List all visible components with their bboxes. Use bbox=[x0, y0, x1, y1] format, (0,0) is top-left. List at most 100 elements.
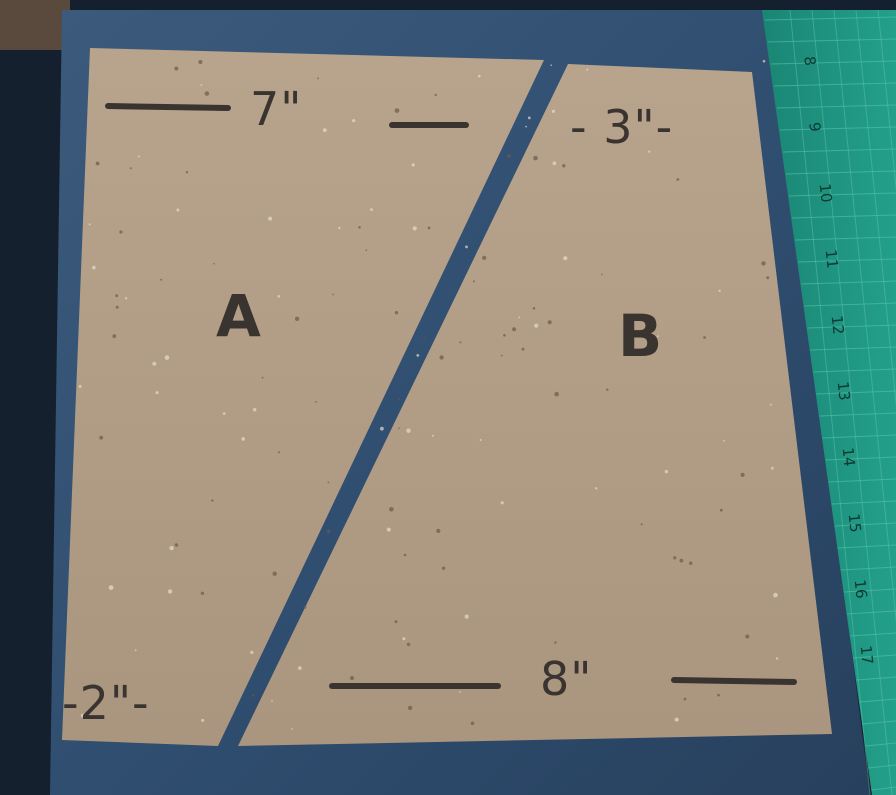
speckle bbox=[547, 320, 552, 325]
speckle bbox=[552, 161, 557, 166]
speckle bbox=[769, 403, 772, 406]
ruler-number: 13 bbox=[833, 380, 854, 402]
speckle bbox=[338, 226, 341, 230]
piece-b-bottom-line-right bbox=[671, 677, 797, 685]
mat-grid-line bbox=[792, 214, 896, 219]
speckle bbox=[222, 412, 226, 415]
speckle bbox=[472, 280, 475, 283]
mat-grid-line bbox=[770, 60, 896, 65]
mat-grid-line bbox=[786, 170, 896, 175]
speckle bbox=[507, 154, 511, 159]
speckle bbox=[294, 316, 300, 321]
mat-grid-line bbox=[789, 192, 896, 197]
speckle bbox=[332, 293, 335, 296]
speckle bbox=[211, 499, 214, 502]
speckle bbox=[350, 676, 354, 680]
ruler-number: 14 bbox=[839, 446, 859, 468]
speckle bbox=[478, 74, 481, 78]
speckle bbox=[683, 697, 687, 701]
ruler-number: 15 bbox=[844, 512, 865, 534]
speckle bbox=[317, 77, 319, 80]
piece-a-top-measure: 7" bbox=[250, 82, 303, 136]
speckle bbox=[521, 347, 525, 351]
speckle bbox=[278, 451, 280, 454]
piece-b-top-measure: - 3"- bbox=[570, 100, 674, 154]
speckle bbox=[271, 700, 273, 702]
speckle bbox=[722, 439, 725, 442]
ruler-number: 12 bbox=[827, 314, 848, 336]
speckle bbox=[441, 566, 446, 570]
mat-grid-line bbox=[816, 390, 896, 395]
speckle bbox=[527, 116, 531, 120]
speckle bbox=[439, 355, 444, 360]
speckle bbox=[406, 642, 411, 647]
speckle bbox=[398, 427, 400, 430]
mat-grid-line bbox=[877, 9, 896, 192]
mat-grid-line bbox=[846, 610, 896, 615]
speckle bbox=[563, 256, 568, 261]
speckle bbox=[253, 408, 257, 412]
mat-grid-line bbox=[764, 16, 896, 21]
piece-b-shape bbox=[238, 64, 832, 746]
speckle bbox=[152, 361, 157, 366]
speckle bbox=[241, 437, 245, 441]
ruler-number: 11 bbox=[821, 248, 842, 270]
mat-grid-line bbox=[834, 522, 896, 527]
speckle bbox=[595, 487, 598, 490]
mat-grid-line bbox=[783, 148, 896, 153]
speckle bbox=[657, 335, 659, 337]
speckle bbox=[200, 591, 205, 595]
speckle bbox=[407, 705, 413, 711]
mat-grid-line bbox=[868, 764, 896, 769]
mat-grid-line bbox=[798, 258, 896, 263]
speckle bbox=[365, 249, 368, 251]
wood-corner bbox=[0, 0, 70, 50]
speckle bbox=[674, 717, 679, 722]
mat-grid-line bbox=[843, 588, 896, 593]
speckle bbox=[554, 391, 559, 397]
speckle bbox=[459, 341, 462, 344]
speckle bbox=[465, 245, 468, 249]
speckle bbox=[95, 161, 100, 166]
speckle bbox=[261, 376, 264, 379]
speckle bbox=[775, 657, 779, 660]
speckle bbox=[676, 178, 680, 181]
mat-grid-line bbox=[831, 500, 896, 505]
speckle bbox=[766, 276, 770, 280]
speckle bbox=[640, 523, 643, 526]
speckle bbox=[406, 428, 411, 433]
piece-b-bottom-measure: 8" bbox=[540, 652, 593, 706]
mat-grid-line bbox=[767, 38, 896, 43]
cutting-mat bbox=[762, 10, 896, 795]
speckle bbox=[291, 728, 293, 730]
speckle bbox=[115, 305, 119, 309]
speckle bbox=[394, 620, 398, 624]
speckle bbox=[129, 167, 132, 170]
speckle bbox=[412, 226, 417, 231]
speckle bbox=[124, 297, 128, 300]
speckle bbox=[717, 693, 720, 697]
speckle bbox=[586, 68, 589, 71]
speckle bbox=[233, 321, 237, 326]
speckle bbox=[534, 323, 539, 328]
speckle bbox=[427, 226, 431, 230]
speckle bbox=[423, 337, 426, 339]
speckle bbox=[88, 223, 91, 226]
speckle bbox=[298, 666, 302, 670]
speckle bbox=[250, 650, 254, 655]
mat-grid-line bbox=[801, 280, 896, 285]
speckle bbox=[112, 334, 117, 339]
mat-grid-line bbox=[789, 9, 871, 795]
speckle bbox=[326, 529, 331, 534]
mat-grid bbox=[764, 9, 896, 795]
speckle bbox=[370, 208, 373, 212]
marker-lines bbox=[105, 103, 797, 689]
speckle bbox=[525, 125, 527, 128]
speckle bbox=[703, 336, 706, 339]
speckle bbox=[303, 605, 307, 609]
ruler-number: 10 bbox=[815, 182, 836, 204]
speckle bbox=[745, 634, 750, 639]
speckle bbox=[518, 316, 521, 319]
mat-grid-line bbox=[811, 9, 893, 795]
